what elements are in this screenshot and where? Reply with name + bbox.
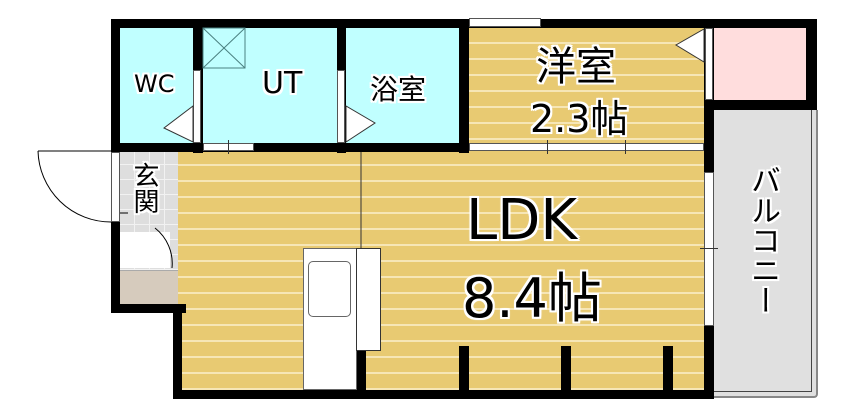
western-bottom-sliding-door[interactable] — [469, 143, 704, 151]
western-room[interactable] — [469, 28, 705, 143]
closet[interactable] — [714, 28, 806, 100]
wall-left-upper — [111, 19, 120, 153]
ldk-label: LDK — [466, 188, 578, 253]
entrance-door-frame[interactable] — [111, 152, 120, 222]
western-door-tick-1 — [547, 140, 548, 154]
entrance-label: 玄関 — [129, 162, 159, 214]
western-room-size: 2.3帖 — [530, 97, 629, 141]
ldk-size: 8.4帖 — [462, 267, 602, 330]
wall-kitchen-stub — [357, 351, 366, 391]
wall-stub-1 — [459, 346, 469, 396]
wall-stub-3 — [663, 346, 673, 396]
wall-stub-2 — [561, 346, 571, 396]
wall-bath-western — [459, 19, 469, 153]
western-top-window[interactable] — [469, 18, 541, 27]
ut-door-tick — [228, 140, 229, 154]
ut-label: UT — [262, 66, 303, 101]
balcony-label: バルコニー — [745, 165, 780, 315]
wall-bottom — [173, 390, 714, 399]
bath-label: 浴室 — [370, 73, 427, 106]
wall-left-ldk — [173, 304, 182, 399]
ldk-room[interactable] — [178, 150, 704, 390]
wall-wet-bottom — [111, 143, 469, 152]
balcony-window[interactable] — [704, 172, 714, 326]
western-room-label: 洋室 — [536, 44, 616, 90]
wall-closet-bottom — [704, 100, 817, 110]
wall-shoebox-bottom — [111, 304, 186, 313]
kitchen-sink[interactable] — [308, 261, 351, 317]
western-door-tick-2 — [625, 140, 626, 154]
kitchen-side-counter[interactable] — [356, 248, 381, 351]
entrance-step-white — [120, 232, 170, 268]
bath-door[interactable] — [337, 70, 345, 143]
wall-right-closet — [806, 19, 817, 110]
closet-door[interactable] — [705, 28, 713, 100]
balcony-window-tick — [700, 248, 718, 249]
wall-left-entrance — [111, 222, 120, 313]
balcony-inner-line — [714, 110, 812, 392]
wc-label: WC — [134, 70, 175, 98]
shoe-box[interactable] — [120, 270, 178, 304]
balcony[interactable] — [714, 110, 818, 398]
